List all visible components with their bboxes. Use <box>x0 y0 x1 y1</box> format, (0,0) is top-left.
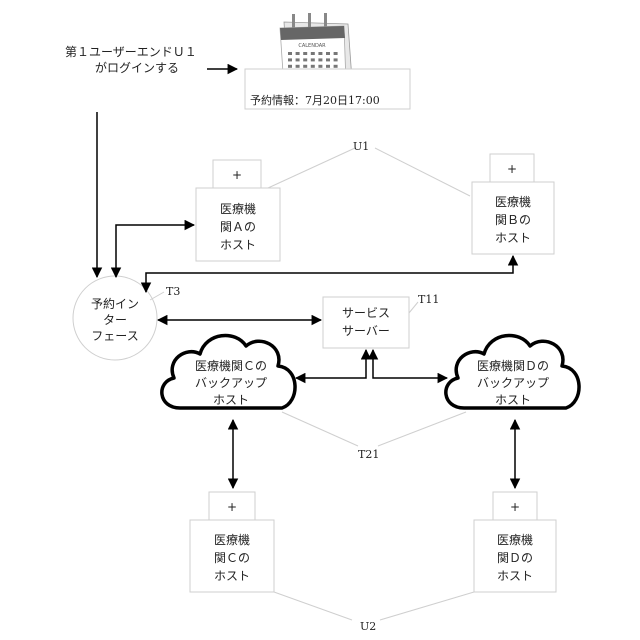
calendar-day-cell <box>303 52 307 55</box>
u2-line-d <box>380 592 474 620</box>
backup-c-line1: 医療機関Ｃの <box>195 358 267 373</box>
calendar-day-cell <box>326 58 330 61</box>
calendar-day-cell <box>318 58 322 61</box>
reservation-info: 予約情報：7月20日17:00 <box>250 93 380 107</box>
host-a-line2: 関Ａの <box>220 220 256 234</box>
calendar-header: CALENDAR <box>298 43 326 49</box>
host-b-line3: ホスト <box>495 231 531 245</box>
calendar-day-cell <box>334 65 338 68</box>
t11-leader <box>409 302 418 313</box>
host-b-line2: 関Ｂの <box>495 213 531 227</box>
host-d-line1: 医療機 <box>497 532 533 547</box>
backup-d-line1: 医療機関Ｄの <box>477 358 549 373</box>
label-t11: T11 <box>418 293 439 306</box>
calendar-day-cell <box>311 52 315 55</box>
calendar-day-cell <box>326 65 330 68</box>
server-line2: サーバー <box>342 324 390 338</box>
u2-line-c <box>274 592 352 620</box>
t21-line-c <box>282 412 358 446</box>
host-a-line1: 医療機 <box>220 201 256 216</box>
arrow-interface-host-a <box>116 225 194 277</box>
calendar-day-cell <box>318 52 322 55</box>
calendar-day-cell <box>288 58 292 61</box>
host-d-line2: 関Ｄの <box>497 551 533 565</box>
host-d-line3: ホスト <box>497 569 533 583</box>
backup-c-line3: ホスト <box>213 393 249 407</box>
calendar-day-cell <box>326 52 330 55</box>
interface-line1: 予約イン <box>91 296 139 311</box>
host-c-line2: 関Ｃの <box>214 551 250 565</box>
label-u2: U2 <box>360 620 376 633</box>
interface-line3: フェース <box>91 329 138 343</box>
host-c-line1: 医療機 <box>214 532 250 547</box>
arrow-server-backup-d <box>373 350 447 378</box>
calendar-day-cell <box>318 65 322 68</box>
host-c-plus: + <box>227 500 237 514</box>
calendar-day-cell <box>296 65 300 68</box>
calendar-day-cell <box>311 58 315 61</box>
host-d-plus: + <box>510 500 520 514</box>
calendar-day-cell <box>288 52 292 55</box>
calendar-day-cell <box>334 58 338 61</box>
calendar-day-cell <box>303 65 307 68</box>
backup-c-line2: バックアップ <box>195 376 267 390</box>
label-t3: T3 <box>166 285 180 298</box>
t21-line-d <box>378 412 466 446</box>
calendar-day-cell <box>334 52 338 55</box>
backup-d-line2: バックアップ <box>477 376 549 390</box>
service-server-box <box>323 297 409 348</box>
arrow-server-backup-c <box>296 350 366 378</box>
host-b-line1: 医療機 <box>495 194 531 209</box>
u1-line-a <box>268 148 355 188</box>
t3-leader <box>150 292 164 300</box>
label-u1: U1 <box>353 140 369 153</box>
calendar-day-cell <box>288 65 292 68</box>
calendar-day-cell <box>296 52 300 55</box>
server-line1: サービス <box>342 306 390 320</box>
calendar-day-cell <box>296 58 300 61</box>
label-t21: T21 <box>358 448 379 461</box>
interface-line2: ター <box>103 313 127 327</box>
calendar-day-cell <box>311 65 315 68</box>
calendar-day-cell <box>303 58 307 61</box>
backup-d-line3: ホスト <box>495 393 531 407</box>
user-login-line2: がログインする <box>95 60 179 75</box>
u1-line-b <box>375 148 470 196</box>
user-login-line1: 第１ユーザーエンドＵ１ <box>65 45 197 59</box>
host-b-plus: + <box>507 162 517 176</box>
host-c-line3: ホスト <box>214 569 250 583</box>
host-a-plus: + <box>232 168 242 182</box>
host-a-line3: ホスト <box>220 238 256 252</box>
